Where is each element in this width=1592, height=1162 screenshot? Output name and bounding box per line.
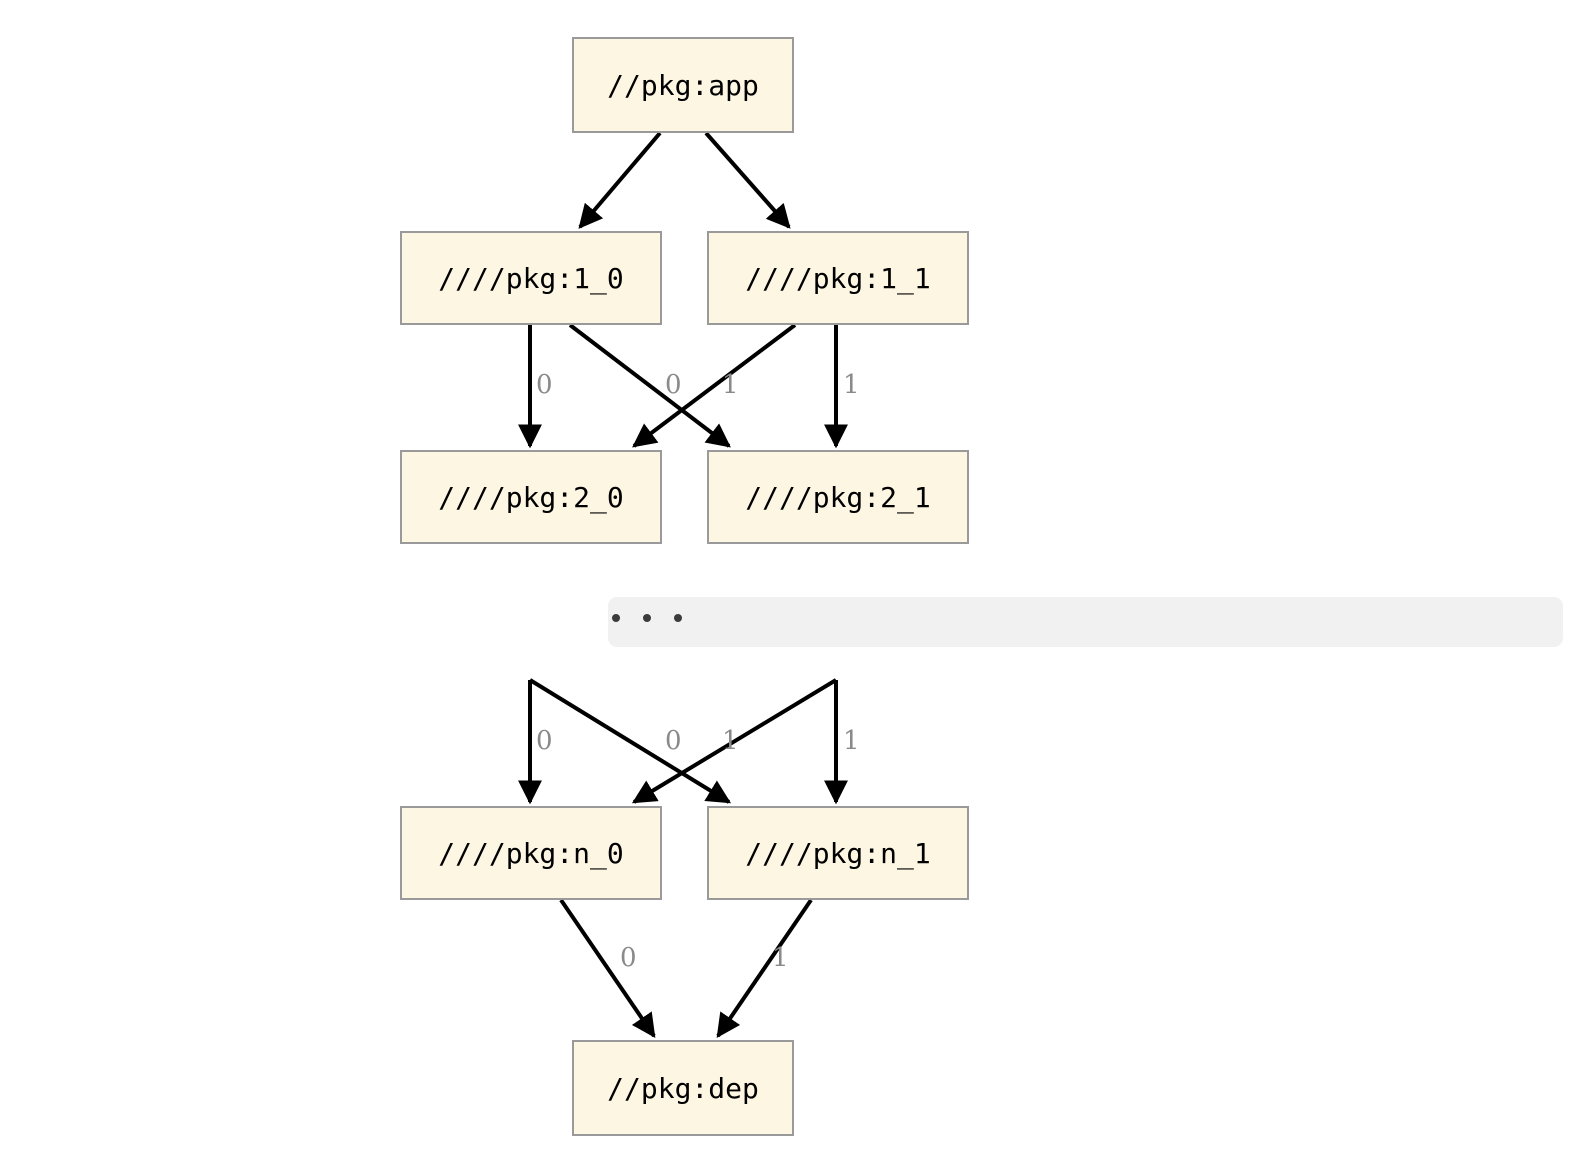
graph-node-nn_0[interactable]: ////pkg:n_0 <box>400 806 662 900</box>
edge-label-6: 0 <box>536 726 553 756</box>
edge-label-5: 1 <box>843 370 860 400</box>
graph-node-n1_1[interactable]: ////pkg:1_1 <box>707 231 969 325</box>
graph-edge-8 <box>631 678 838 804</box>
graph-edge-4 <box>632 323 797 448</box>
ellipsis-dots <box>612 614 682 622</box>
ellipsis-separator-band <box>608 597 1563 647</box>
graph-edge-11 <box>716 898 813 1038</box>
edge-label-8: 1 <box>722 726 739 756</box>
graph-edge-10 <box>559 898 656 1038</box>
edge-label-7: 0 <box>665 726 682 756</box>
graph-node-dep[interactable]: //pkg:dep <box>572 1040 794 1136</box>
graph-node-n2_0[interactable]: ////pkg:2_0 <box>400 450 662 544</box>
graph-edge-0 <box>578 131 662 229</box>
graph-edge-1 <box>704 131 791 229</box>
ellipsis-dot <box>612 614 620 622</box>
ellipsis-dot <box>643 614 651 622</box>
edge-label-9: 1 <box>843 726 860 756</box>
edge-label-11: 1 <box>772 943 789 973</box>
edge-label-10: 0 <box>620 943 637 973</box>
ellipsis-dot <box>674 614 682 622</box>
graph-node-app[interactable]: //pkg:app <box>572 37 794 133</box>
graph-node-nn_1[interactable]: ////pkg:n_1 <box>707 806 969 900</box>
graph-edge-7 <box>528 678 732 804</box>
edge-label-3: 0 <box>665 370 682 400</box>
graph-node-n1_0[interactable]: ////pkg:1_0 <box>400 231 662 325</box>
edge-label-4: 1 <box>722 370 739 400</box>
graph-node-n2_1[interactable]: ////pkg:2_1 <box>707 450 969 544</box>
graph-edge-3 <box>568 323 731 448</box>
edge-label-2: 0 <box>536 370 553 400</box>
